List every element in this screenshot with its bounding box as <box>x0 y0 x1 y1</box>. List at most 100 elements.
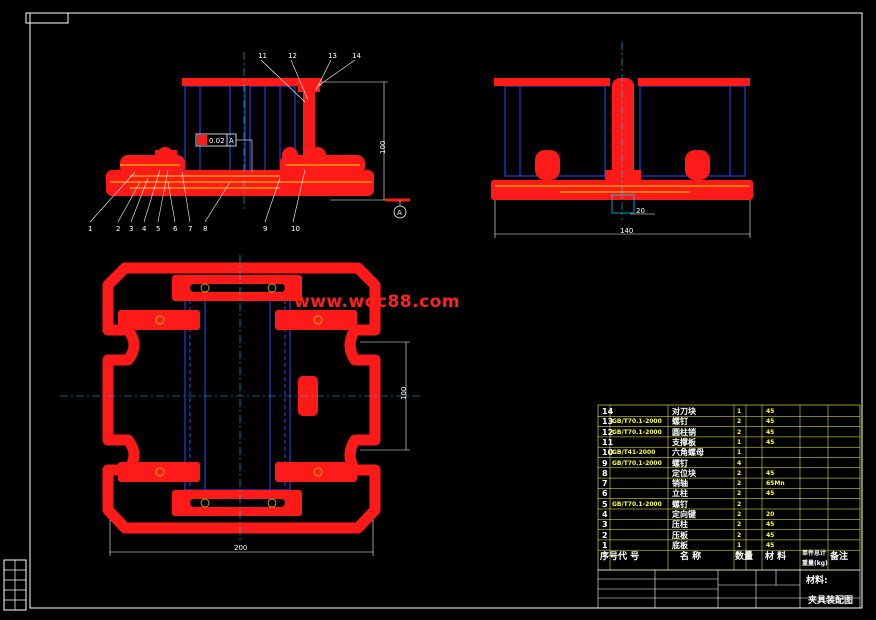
bom-cell-mat: 45 <box>766 531 775 539</box>
bom-header-qty: 数量 <box>735 552 754 563</box>
bom-cell-qty: 2 <box>737 531 742 539</box>
bom-cell-name: 支撑板 <box>672 437 696 447</box>
bom-cell-no: 5 <box>602 499 608 509</box>
bom-cell-mat: 45 <box>766 490 775 498</box>
bom-header-weight: 重量(kg) <box>802 560 828 568</box>
bom-cell-qty: 2 <box>737 480 742 488</box>
bom-cell-name: 螺钉 <box>672 458 688 468</box>
bom-header-code: 代 号 <box>618 552 640 563</box>
bom-cell-mat: 45 <box>766 418 775 426</box>
top-view: 200 100 <box>60 255 420 556</box>
bom-cell-no: 4 <box>602 510 608 519</box>
svg-text:20: 20 <box>636 207 645 215</box>
bom-cell-mat: 65Mn <box>766 480 785 488</box>
bom-cell-name: 对刀块 <box>672 407 696 416</box>
svg-text:100: 100 <box>400 387 408 400</box>
bom-cell-no: 8 <box>602 468 608 478</box>
title-block-grid <box>597 569 861 609</box>
callout-11: 11 <box>258 52 267 60</box>
bom-cell-qty: 1 <box>737 541 742 549</box>
datum-marker-label: A <box>397 209 402 217</box>
bom-cell-code: GB/T70.1-2000 <box>612 428 662 436</box>
bom-header-no: 序号 <box>600 552 619 563</box>
bom-cell-qty: 2 <box>737 521 742 529</box>
bom-cell-mat: 45 <box>766 428 775 436</box>
bom-cell-no: 3 <box>602 520 608 530</box>
bom-header-mat: 材 料 <box>765 552 787 563</box>
bom-cell-name: 螺钉 <box>672 417 688 427</box>
callout-7: 7 <box>188 225 192 233</box>
tolerance-datum: A <box>229 137 234 145</box>
title-material: 材料: <box>806 576 828 586</box>
bom-cell-name: 圆柱销 <box>672 427 696 437</box>
bom-cell-mat: 20 <box>766 511 775 518</box>
bom-cell-no: 9 <box>602 458 608 468</box>
title-drawing-name: 夹具装配图 <box>808 596 854 606</box>
bom-cell-qty: 2 <box>737 418 742 426</box>
bom-cell-code: GB/T41-2000 <box>612 449 656 457</box>
bom-cell-code: GB/T70.1-2000 <box>612 500 662 508</box>
bom-cell-name: 定向键 <box>672 510 696 519</box>
svg-text:200: 200 <box>234 544 247 552</box>
bom-cell-no: 11 <box>602 437 614 447</box>
bom-cell-qty: 1 <box>737 449 742 457</box>
bom-cell-name: 销轴 <box>672 479 688 489</box>
left-strip-rows <box>4 560 26 610</box>
bom-cell-no: 1 <box>602 540 608 550</box>
top-left-label-box <box>25 12 69 24</box>
bom-cell-qty: 2 <box>737 428 742 436</box>
bom-cell-no: 10 <box>602 448 614 458</box>
callout-2: 2 <box>116 225 120 233</box>
callout-10: 10 <box>291 225 300 233</box>
bom-cell-no: 6 <box>602 489 608 499</box>
bom-cell-code: GB/T70.1-2000 <box>612 418 662 426</box>
callout-leaders <box>89 59 356 223</box>
bom-header-name: 名 称 <box>680 552 702 563</box>
bom-cell-name: 底板 <box>672 540 688 550</box>
callout-4: 4 <box>142 225 147 233</box>
watermark: www.woc88.com <box>294 292 461 312</box>
bom-cell-name: 六角螺母 <box>672 448 704 458</box>
bom-cell-no: 12 <box>602 427 614 437</box>
bom-cell-no: 2 <box>602 530 608 540</box>
callout-12: 12 <box>288 52 297 60</box>
bom-cell-mat: 45 <box>766 541 775 549</box>
callout-8: 8 <box>203 225 207 233</box>
bom-cell-qty: 2 <box>737 490 742 498</box>
bom-cell-mat: 45 <box>766 438 775 446</box>
callout-6: 6 <box>173 225 178 233</box>
bom-cell-qty: 2 <box>737 500 742 508</box>
bom-header-note: 备注 <box>830 552 849 563</box>
bom-cell-qty: 2 <box>737 469 742 477</box>
bom-cell-qty: 1 <box>737 408 742 415</box>
callout-labels-top: 11 12 13 14 <box>258 52 361 60</box>
callout-5: 5 <box>156 225 160 233</box>
bom-cell-qty: 4 <box>737 459 742 467</box>
bom-cell-no: 7 <box>602 479 608 489</box>
bom-cell-qty: 1 <box>737 438 742 446</box>
bom-cell-name: 压板 <box>672 530 688 540</box>
bom-cell-name: 螺钉 <box>672 499 688 509</box>
bom-cell-no: 14 <box>602 407 614 416</box>
bom-cell-qty: 2 <box>737 511 742 518</box>
callout-14: 14 <box>352 52 361 60</box>
tolerance-value: 0.02 <box>209 137 225 145</box>
callout-13: 13 <box>328 52 337 60</box>
bom-cell-name: 定位块 <box>672 468 696 478</box>
callout-labels-bottom: 1 2 3 4 5 6 7 8 9 10 <box>88 225 300 233</box>
callout-9: 9 <box>263 225 267 233</box>
front-view: 0.02 A 100 A <box>106 52 410 219</box>
callout-3: 3 <box>129 225 133 233</box>
bom-cell-mat: 45 <box>766 469 775 477</box>
svg-text:140: 140 <box>620 227 633 235</box>
bom-cell-name: 压柱 <box>672 520 688 530</box>
callout-1: 1 <box>88 225 92 233</box>
bom-header-unit_weight: 单件总计 <box>802 550 827 558</box>
bom-cell-mat: 45 <box>766 521 775 529</box>
svg-text:100: 100 <box>379 141 387 154</box>
bom-cell-no: 13 <box>602 417 614 427</box>
side-view: 140 20 <box>491 42 753 238</box>
bom-cell-mat: 45 <box>766 408 775 415</box>
bom-cell-name: 立柱 <box>672 489 688 499</box>
